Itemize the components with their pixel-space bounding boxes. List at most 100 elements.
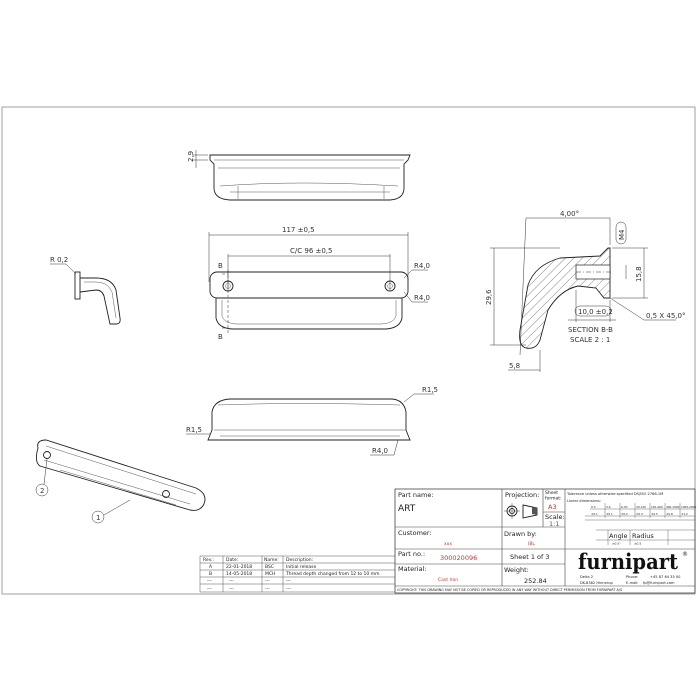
radius-top: R4,0: [414, 262, 430, 270]
balloon-1: 1: [96, 514, 100, 522]
chamfer-label: 0,5 X 45,0°: [646, 312, 685, 320]
front-view: 117 ±0,5 C/C 96 ±0,5 B B R4,0 R4,0: [208, 226, 430, 341]
phone-label: Phone:: [626, 575, 638, 579]
radius-bottom-view: R4,0: [372, 447, 388, 455]
linear-range: 3-6: [606, 505, 611, 509]
bottom-view: R1,5 R1,5 R4,0: [186, 386, 438, 456]
linear-tolerance: ±0.8: [666, 512, 673, 516]
part-name-label: Part name:: [398, 491, 434, 499]
tolerance-title: Tolerance unless otherwise specified DS/…: [566, 492, 663, 496]
dim-thickness: 2,9: [187, 151, 195, 162]
section-scale: SCALE 2 : 1: [570, 336, 610, 344]
linear-tolerance: ±1.2: [681, 512, 688, 516]
linear-label: Linear dimensions:: [567, 499, 601, 503]
furnipart-logo: furnipart: [578, 549, 678, 574]
sheet-number: Sheet 1 of 3: [510, 553, 550, 561]
linear-tolerance: ±0.1: [606, 512, 613, 516]
radius-tolerance: ±0.5: [634, 542, 641, 546]
section-mark-top: B: [218, 262, 223, 270]
description-cell: ---: [286, 579, 291, 584]
description-cell: Thread depth changed from 12 to 10 mm: [285, 571, 379, 577]
customer-label: Customer:: [398, 529, 432, 537]
name-cell: MCH: [265, 571, 275, 577]
linear-range: 400-1000: [666, 505, 680, 509]
isometric-view: 2 1: [35, 439, 206, 524]
address-line-1: Delta 2: [580, 575, 593, 579]
address-line-2: DK-8382 Hinnerup: [580, 581, 614, 585]
linear-range: 30-120: [636, 505, 646, 509]
angle-tolerance: ±0.5°: [612, 542, 621, 546]
dim-angle: 4,00°: [560, 210, 579, 218]
scale-value: 1:1: [549, 520, 559, 528]
name-cell: BSC: [265, 564, 274, 570]
radius-right: R1,5: [422, 386, 438, 394]
customer: xxx: [444, 542, 452, 547]
revision-table: Rev.: Date: Name: Description: A 22-01-20…: [199, 555, 395, 593]
rev-cell: ---: [207, 579, 212, 584]
weight: 252.84: [524, 577, 547, 585]
sheet-format: A3: [548, 503, 557, 511]
name-cell: ---: [265, 587, 270, 592]
table-row: ------------: [207, 587, 291, 592]
linear-tolerance: ±0.3: [636, 512, 643, 516]
linear-tolerance: ±0.5: [651, 512, 658, 516]
part-no-label: Part no.:: [398, 550, 425, 558]
radius-side: R 0,2: [50, 256, 68, 264]
angle-label: Angle: [609, 532, 628, 540]
section-mark-bottom: B: [218, 333, 223, 341]
rev-cell: B: [209, 571, 212, 577]
phone: +45 87 64 35 00: [650, 575, 681, 579]
linear-range: 120-400: [651, 505, 663, 509]
date-cell: 22-01-2018: [226, 564, 252, 570]
part-name: ART: [398, 504, 416, 514]
linear-range: 1000-2000: [681, 505, 696, 509]
material-label: Material:: [398, 565, 427, 573]
radius-label: Radius: [632, 532, 654, 540]
registered-mark: ®: [682, 551, 688, 558]
linear-range: 0-3: [591, 505, 596, 509]
date-cell: 14-05-2018: [226, 571, 252, 577]
dim-center-to-center: C/C 96 ±0,5: [290, 247, 333, 255]
date-cell: ---: [229, 579, 234, 584]
date-header: Date:: [226, 557, 238, 563]
projection-label: Projection:: [505, 491, 539, 499]
description-header: Description:: [286, 557, 313, 563]
dim-length: 117 ±0,5: [282, 226, 315, 234]
projection-symbol-icon: [504, 503, 538, 519]
copyright-notice: COPYRIGHT: THIS DRAWING MAY NOT BE COPIE…: [397, 588, 622, 592]
radius-bottom: R4,0: [414, 294, 430, 302]
section-view: 4,00° M4 15,8 29,6 10,0 ±0,2 0,5 X 45,0°…: [485, 210, 685, 372]
tolerance-table: 0-3±0.13-6±0.16-30±0.230-120±0.3120-400±…: [585, 503, 696, 518]
dim-height-small: 15,8: [635, 266, 643, 282]
table-row: B 14-05-2018 MCH Thread depth changed from …: [209, 571, 379, 577]
email-label: E-mail:: [626, 581, 638, 585]
dim-height: 29,6: [485, 289, 493, 305]
date-cell: ---: [229, 587, 234, 592]
rev-cell: ---: [207, 587, 212, 592]
material: Cast Iron: [438, 577, 458, 583]
drawn-by-label: Drawn by:: [504, 530, 537, 538]
name-cell: ---: [265, 579, 270, 584]
part-no: 300020096: [440, 554, 477, 562]
rev-header: Rev.:: [203, 557, 214, 563]
rev-cell: A: [209, 564, 213, 570]
table-row: --- --- --- ---: [207, 579, 291, 584]
email: fp@furnipart.com: [643, 581, 675, 585]
radius-left: R1,5: [186, 426, 202, 434]
section-title: SECTION B-B: [568, 326, 613, 334]
thread-label: M4: [618, 229, 626, 240]
table-row: A 22-01-2018 BSC Initial release: [209, 564, 317, 570]
linear-tolerance: ±0.2: [621, 512, 628, 516]
dim-width: 5,8: [509, 362, 520, 370]
linear-tolerance: ±0.1: [591, 512, 598, 516]
name-header: Name:: [264, 557, 279, 563]
linear-range: 6-30: [621, 505, 628, 509]
tolerance-grid: [585, 508, 695, 517]
description-cell: Initial release: [286, 564, 317, 570]
weight-label: Weight:: [504, 566, 529, 574]
drawn-by: IBL: [528, 541, 535, 547]
dim-depth: 10,0 ±0,2: [578, 308, 613, 316]
